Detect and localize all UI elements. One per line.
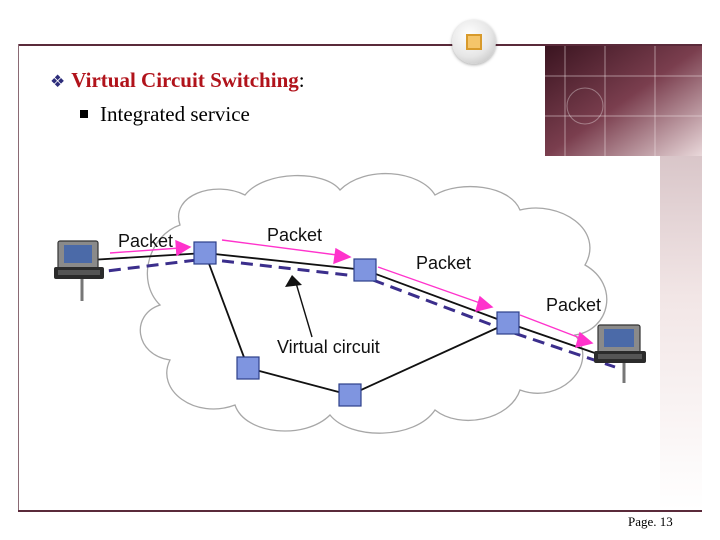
decorative-corner-art [545, 46, 702, 156]
square-bullet-icon [80, 110, 88, 119]
packet-line-4 [519, 314, 581, 339]
packet-arrow-1 [175, 239, 192, 257]
packet-label-3: Packet [416, 253, 471, 273]
virtual-circuit-diagram: Packet Packet Packet Packet Virtual circ… [54, 172, 646, 434]
page-number: Page. 13 [628, 514, 673, 529]
switch-node-2 [353, 258, 377, 282]
virtual-circuit-pointer-head [285, 275, 302, 287]
network-cloud [139, 172, 608, 434]
host-computer-right-icon [594, 324, 646, 383]
virtual-circuit-label: Virtual circuit [277, 337, 380, 357]
link-host-a-to-s1 [89, 252, 206, 261]
slide-frame-left [18, 44, 19, 512]
packet-arrow-3 [474, 295, 494, 312]
bullet-text: Integrated service [100, 102, 250, 126]
virtual-circuit-pointer [295, 282, 313, 338]
slide-frame-top [18, 44, 702, 46]
packet-line-2 [221, 239, 338, 256]
host-computer-left-icon [54, 240, 104, 301]
bullet-item: Integrated service [80, 102, 250, 127]
slide-title: Virtual Circuit Switching [71, 68, 299, 92]
switch-node-5 [338, 383, 362, 407]
slide-logo-badge [452, 20, 496, 64]
link-s4-to-s5 [247, 367, 351, 396]
slide-frame-bottom [18, 510, 702, 512]
link-s1-to-s2 [204, 252, 366, 271]
logo-square-icon [466, 34, 482, 50]
diamond-bullet-icon: ❖ [50, 72, 66, 91]
packet-line-1 [109, 247, 181, 254]
switch-node-3 [496, 311, 520, 335]
packet-arrow-2 [333, 247, 352, 265]
slide-title-row: ❖ Virtual Circuit Switching: [50, 68, 305, 93]
link-s2-to-s3 [364, 269, 509, 324]
title-colon: : [298, 68, 305, 92]
switch-node-4 [236, 356, 260, 380]
packet-label-4: Packet [546, 295, 601, 315]
link-s5-to-s3 [349, 322, 509, 396]
switch-node-1 [193, 241, 217, 265]
decorative-side-band [660, 156, 702, 510]
link-s1-to-s4 [204, 252, 249, 369]
packet-arrow-4 [574, 331, 594, 348]
packet-label-2: Packet [267, 225, 322, 245]
packet-label-1: Packet [118, 231, 173, 251]
packet-line-3 [377, 266, 481, 304]
